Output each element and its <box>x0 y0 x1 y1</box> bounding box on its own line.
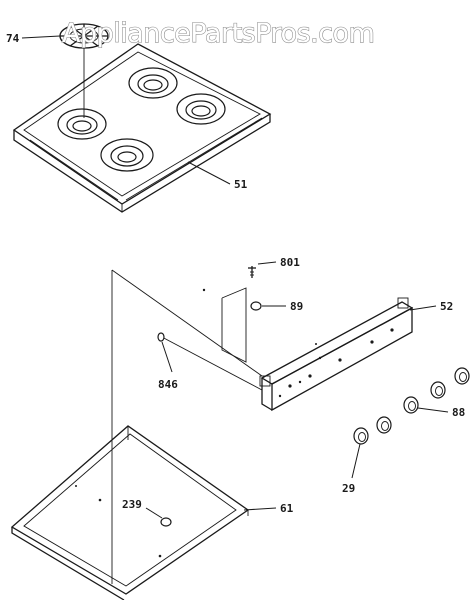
burner-box <box>10 425 250 600</box>
burner-well-rear-right <box>176 93 226 125</box>
watermark-text: AppliancePartsPros.com <box>62 18 374 49</box>
manifold-panel <box>259 297 414 412</box>
svg-text:74: 74 <box>6 32 20 45</box>
callout-89: 89 <box>262 300 303 313</box>
knob <box>353 427 369 445</box>
burner-well-front-right <box>100 138 154 172</box>
burner-well-rear-left <box>128 67 178 99</box>
knob <box>376 416 392 434</box>
screw <box>248 266 256 278</box>
callout-29: 29 <box>342 443 361 495</box>
knobs-small <box>353 416 392 445</box>
callout-52: 52 <box>409 300 453 313</box>
knob <box>430 381 446 399</box>
callout-51: 51 <box>187 161 248 191</box>
clip-bracket <box>202 287 322 363</box>
svg-text:52: 52 <box>440 300 453 313</box>
svg-text:239: 239 <box>122 498 142 511</box>
clip <box>250 301 262 311</box>
svg-text:89: 89 <box>290 300 303 313</box>
knob <box>403 396 419 414</box>
svg-text:29: 29 <box>342 482 355 495</box>
callout-239: 239 <box>122 498 163 519</box>
svg-text:61: 61 <box>280 502 294 515</box>
callout-846: 846 <box>158 341 178 391</box>
svg-text:88: 88 <box>452 406 465 419</box>
callout-74: 74 <box>6 32 61 45</box>
callout-801: 801 <box>257 256 300 269</box>
burner-grate <box>59 23 109 118</box>
svg-text:51: 51 <box>234 178 248 191</box>
spring <box>157 332 165 342</box>
knobs-large <box>403 367 470 414</box>
svg-text:801: 801 <box>280 256 300 269</box>
grommet <box>160 517 172 527</box>
knob <box>454 367 470 385</box>
callout-88: 88 <box>417 406 465 419</box>
svg-text:846: 846 <box>158 378 178 391</box>
burner-well-front-left <box>57 108 107 140</box>
callout-61: 61 <box>243 502 294 515</box>
cooktop <box>12 43 272 213</box>
